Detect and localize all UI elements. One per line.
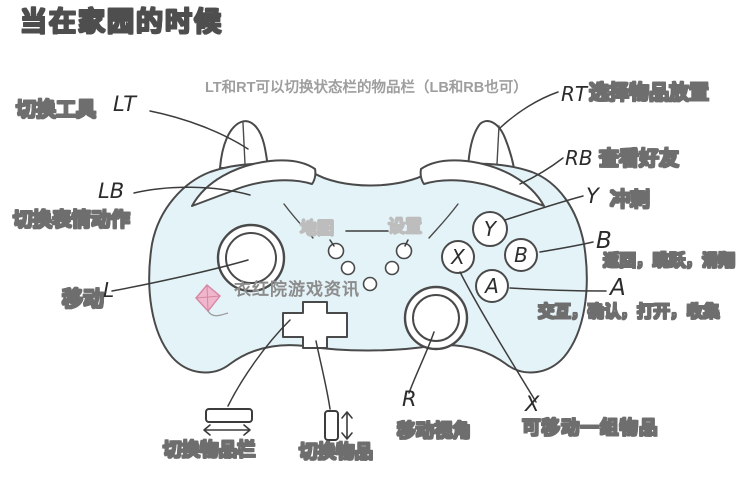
lt-annotation-line [149, 110, 249, 150]
left-stick-cap [225, 232, 277, 284]
lt-key-label: LT [113, 92, 137, 116]
left-stick [216, 223, 286, 293]
right-trigger-seam [496, 125, 500, 165]
x-key-label: X [525, 392, 540, 416]
rb-key-label: RB [565, 146, 593, 170]
button-y [472, 211, 508, 247]
x-annotation-line [459, 271, 537, 403]
map-label: 地图 [300, 219, 335, 238]
x-action-label: 可移动一组物品 [521, 417, 659, 439]
l-key-label: L [103, 278, 115, 302]
button-a-letter: A [483, 274, 499, 298]
button-x-letter: X [450, 245, 466, 269]
settings-pointer-line [404, 239, 409, 247]
left-face-seam [283, 203, 314, 239]
dpad-vertical-line [315, 340, 331, 410]
dpad-horizontal-line [227, 319, 291, 407]
y-action-label: 冲刺 [609, 188, 650, 211]
lb-action-label: 切换表情动作 [12, 208, 131, 231]
b-action-label: 返回，跳跃，滑翔 [602, 251, 735, 270]
lt-action-label: 切换工具 [15, 98, 96, 121]
b-annotation-line [539, 241, 594, 253]
trigger-note: LT和RT可以切换状态栏的物品栏（LB和RB也可） [205, 80, 528, 96]
watermark-text: 衣红院游戏资讯 [234, 280, 360, 299]
button-x [441, 240, 475, 274]
r-annotation-line [408, 331, 435, 394]
left-trigger-seam [242, 122, 246, 165]
button-b-letter: B [514, 243, 528, 267]
horizontal-bar-icon [205, 408, 253, 423]
kite-icon [195, 284, 229, 317]
page-title: 当在家园的时候 [19, 7, 223, 38]
settings-label: 设置 [388, 217, 423, 236]
right-face-seam [428, 203, 459, 239]
rb-action-label: 查看好友 [598, 147, 679, 170]
vertical-bar-icon [324, 410, 339, 441]
lb-key-label: LB [98, 179, 125, 203]
up-down-arrow-icon [341, 411, 353, 440]
dpad-vertical-action-label: 切换物品 [298, 441, 374, 463]
right-trigger-rt [467, 120, 515, 169]
map-pointer-line [329, 239, 335, 247]
deco-dot [340, 260, 356, 276]
l-action-label: 移动 [61, 287, 104, 311]
a-action-label: 交互，确认，打开，收集 [537, 302, 720, 321]
button-b [504, 238, 538, 272]
y-key-label: Y [586, 184, 599, 208]
rt-annotation-line [499, 91, 559, 129]
a-key-label: A [610, 275, 626, 301]
right-bumper-rb [419, 159, 545, 207]
deco-dot [384, 260, 400, 276]
rt-action-label: 选择物品放置 [588, 81, 709, 104]
l-annotation-line [111, 259, 249, 292]
a-annotation-line [509, 287, 607, 292]
right-stick [403, 285, 469, 351]
view-button [327, 242, 345, 260]
menu-button [395, 242, 413, 260]
right-stick-cap [412, 294, 460, 342]
y-annotation-line [504, 195, 584, 221]
rt-key-label: RT [561, 82, 588, 106]
left-right-arrow-icon [203, 424, 251, 436]
lb-annotation-line [133, 186, 251, 196]
rb-annotation-line [519, 157, 564, 185]
dpad-horizontal-action-label: 切换物品栏 [162, 439, 256, 461]
dpad [282, 301, 348, 349]
button-y-letter: Y [484, 217, 498, 241]
b-key-label: B [596, 228, 612, 254]
r-action-label: 移动视角 [396, 420, 472, 442]
r-key-label: R [402, 387, 417, 411]
deco-dot [362, 276, 378, 292]
button-a [475, 269, 509, 303]
